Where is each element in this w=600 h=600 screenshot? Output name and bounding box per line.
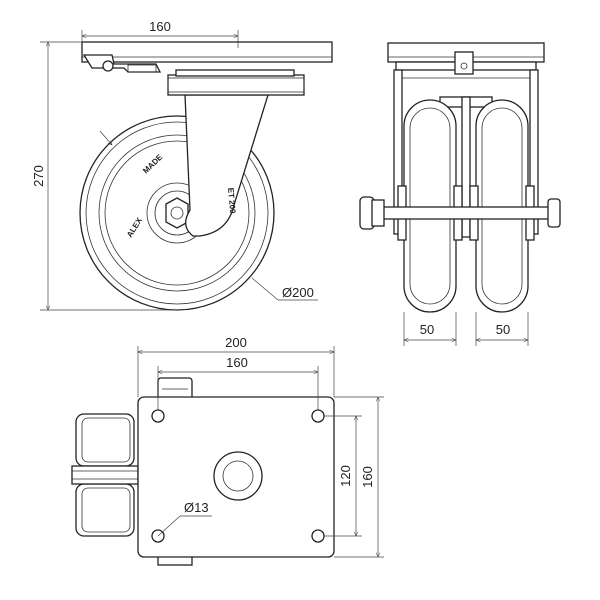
wheel-brand-mark: ALEX bbox=[125, 216, 144, 239]
wheel-model-mark: ET 200 bbox=[226, 187, 237, 214]
dim-overall-height: 270 bbox=[31, 165, 46, 187]
top-plate bbox=[81, 41, 333, 63]
plan-wheel-top bbox=[75, 413, 135, 467]
nut-right-icon bbox=[547, 198, 561, 228]
bolt-hole-icon bbox=[311, 529, 325, 543]
dim-bolt-spacing-width: 120 bbox=[338, 465, 353, 487]
bolt-hole-icon bbox=[311, 409, 325, 423]
brake-pin-icon bbox=[102, 60, 114, 72]
dim-plate-width: 160 bbox=[360, 466, 375, 488]
plan-wheel-bottom bbox=[75, 483, 135, 537]
axle-nut-icon bbox=[165, 197, 189, 229]
dim-bolt-hole: Ø13 bbox=[184, 500, 209, 515]
dim-wheel-width-left: 50 bbox=[420, 322, 434, 337]
dim-bolt-spacing-length: 160 bbox=[226, 355, 248, 370]
front-view: 50 50 bbox=[359, 42, 561, 346]
dim-plate-length: 200 bbox=[225, 335, 247, 350]
axle bbox=[377, 206, 557, 220]
wheel-made-mark: MADE bbox=[141, 152, 165, 175]
dim-wheel-width-right: 50 bbox=[496, 322, 510, 337]
bolt-hole-icon bbox=[151, 409, 165, 423]
side-view: ALEX MADE ET 200 160 270 Ø200 bbox=[31, 19, 333, 311]
plan-view: 200 160 120 160 Ø13 bbox=[71, 335, 384, 566]
dim-top-plate-width: 160 bbox=[149, 19, 171, 34]
dim-wheel-diameter: Ø200 bbox=[282, 285, 314, 300]
center-boss bbox=[213, 451, 263, 501]
front-wheel-left bbox=[403, 99, 457, 313]
front-wheel-right bbox=[475, 99, 529, 313]
swivel-fork bbox=[184, 94, 269, 237]
